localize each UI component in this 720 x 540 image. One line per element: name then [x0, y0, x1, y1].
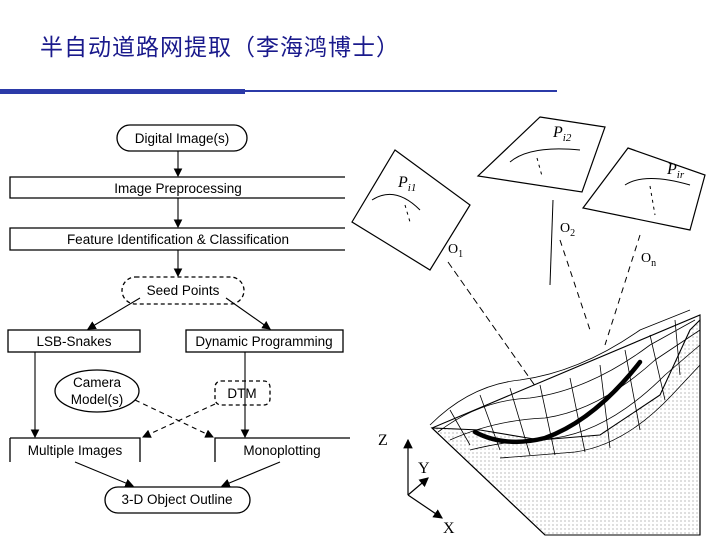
- terrain-front-face: [430, 318, 701, 536]
- image-plane-2: [476, 116, 606, 193]
- label-image-3: Pir: [666, 161, 685, 181]
- digital-images-label: Digital Image(s): [135, 131, 230, 146]
- y-axis-label: Y: [418, 460, 430, 477]
- dtm-box: [214, 380, 271, 406]
- arrow-multiple-to-outline: [74, 461, 135, 488]
- slide-title: 半自动道路网提取（李海鸿博士）: [40, 35, 400, 61]
- plane-2-road: [509, 148, 581, 163]
- dtm-label: DTM: [227, 386, 256, 401]
- seed-points-label: Seed Points: [147, 283, 220, 298]
- arrow-to-dynamic-programming: [225, 297, 271, 330]
- plane-3-road: [624, 178, 691, 186]
- preprocessing-label: Image Preprocessing: [114, 181, 242, 196]
- plane-3-ray-stub: [649, 185, 656, 216]
- x-axis-label: X: [443, 520, 455, 537]
- title-underline-thick: [0, 89, 245, 94]
- arrow-monoplot-to-outline: [220, 461, 281, 488]
- ray-from-on: [604, 234, 641, 346]
- label-image-1: Pi1: [397, 174, 416, 194]
- camera-label: Camera: [73, 375, 122, 390]
- object-outline-box: [104, 486, 251, 514]
- plane-1-road: [371, 193, 421, 211]
- x-axis: [407, 494, 443, 519]
- label-image-2: Pi2: [552, 124, 572, 144]
- title-underline-thin: [245, 90, 557, 92]
- seed-points-box: [121, 276, 245, 305]
- image-plane-3: [581, 147, 706, 231]
- z-axis-label: Z: [378, 432, 388, 449]
- ray-from-o2-upper: [549, 199, 554, 286]
- y-axis: [407, 477, 429, 496]
- dynamic-programming-box: [185, 329, 344, 353]
- ray-from-o1: [447, 261, 546, 401]
- label-center-n: On: [641, 251, 656, 269]
- digital-images-box: [116, 124, 248, 152]
- camera-model-ellipse: [54, 369, 140, 413]
- dynamic-programming-label: Dynamic Programming: [195, 334, 332, 349]
- ray-from-o2: [559, 239, 591, 331]
- monoplotting-box: [214, 437, 350, 462]
- extracted-road: [472, 359, 643, 445]
- object-outline-label: 3-D Object Outline: [121, 492, 232, 507]
- lsb-snakes-label: LSB-Snakes: [36, 334, 111, 349]
- feature-id-label: Feature Identification & Classification: [67, 232, 289, 247]
- multiple-images-box: [9, 437, 141, 462]
- arrow-to-lsb-snakes: [87, 297, 141, 330]
- label-center-2: O2: [560, 221, 575, 239]
- model-label: Model(s): [71, 392, 124, 407]
- terrain-mesh: [429, 309, 701, 459]
- multiple-images-label: Multiple Images: [28, 443, 123, 458]
- monoplotting-label: Monoplotting: [243, 443, 320, 458]
- arrow-dtm-to-multiple: [142, 403, 216, 438]
- arrow-camera-to-monoplotting: [134, 399, 214, 438]
- label-center-1: O1: [448, 242, 463, 260]
- plane-1-ray-stub: [404, 204, 411, 223]
- lsb-snakes-box: [7, 329, 141, 353]
- image-plane-1: [351, 149, 471, 271]
- plane-2-ray-stub: [536, 157, 543, 177]
